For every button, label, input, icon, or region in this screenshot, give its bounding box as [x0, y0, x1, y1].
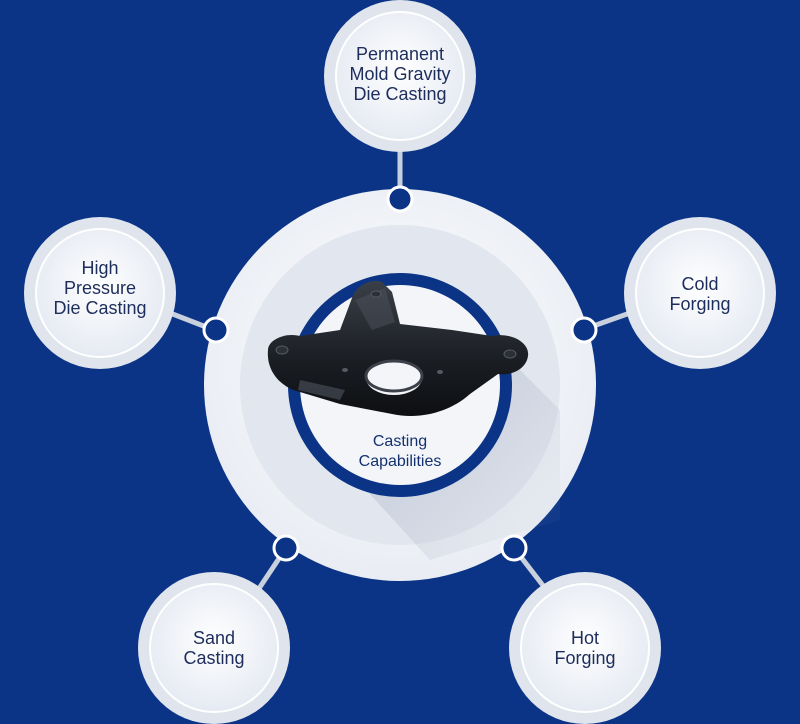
node-label-permanent-mold: Permanent Mold Gravity Die Casting — [349, 44, 451, 104]
connector-dots — [202, 185, 598, 562]
node-circles — [24, 0, 776, 724]
node-label-high-pressure: High Pressure Die Casting — [53, 258, 147, 318]
bracket-casting-image — [267, 280, 529, 416]
dot-permanent-mold — [386, 185, 414, 213]
node-label-cold-forging: Cold Forging — [669, 274, 731, 314]
node-label-sand-casting: Sand Casting — [183, 628, 245, 668]
center-label: Casting Capabilities — [358, 433, 442, 470]
dot-high-pressure — [202, 316, 230, 344]
node-label-hot-forging: Hot Forging — [554, 628, 616, 668]
dot-sand-casting — [272, 534, 300, 562]
dot-hot-forging — [500, 534, 528, 562]
dot-cold-forging — [570, 316, 598, 344]
